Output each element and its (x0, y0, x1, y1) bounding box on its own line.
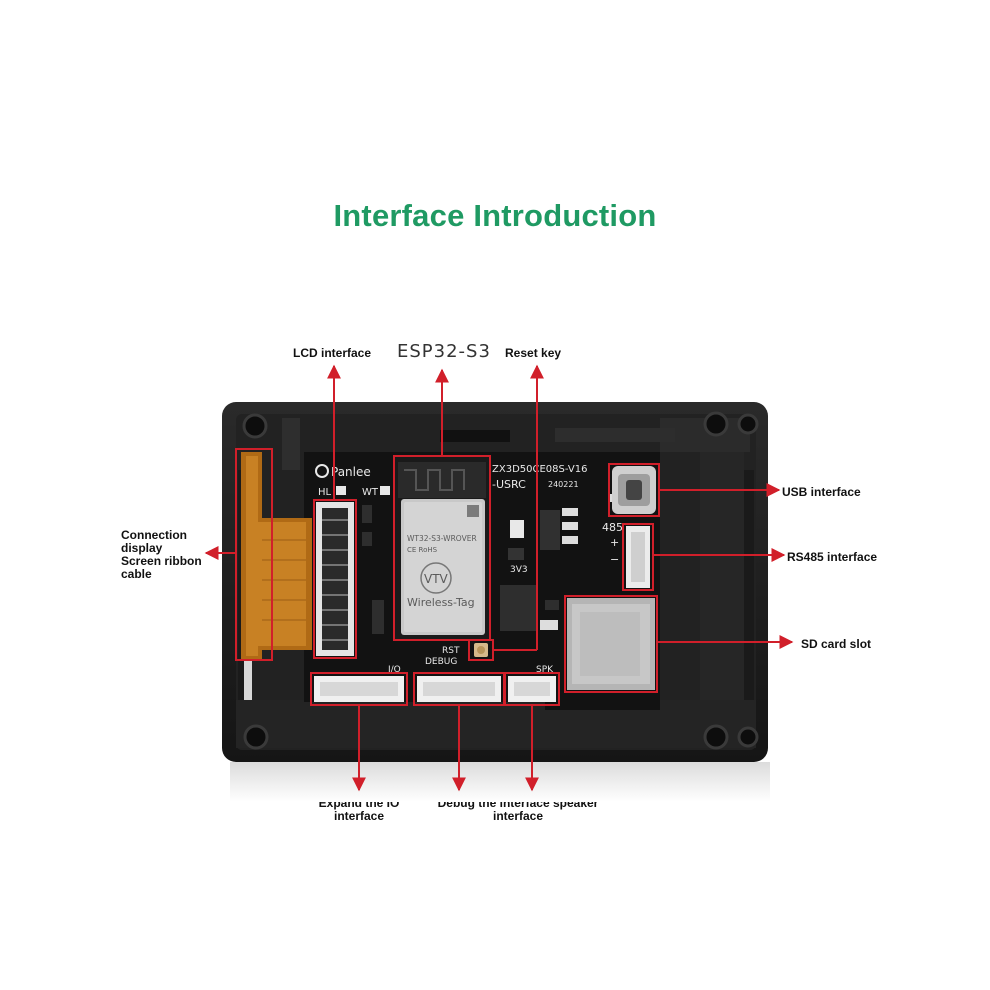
silk-485: 485 (602, 521, 623, 534)
esp32-label: ESP32-S3 (397, 341, 491, 362)
silkscreen: Panlee HL WT ZX3D50CE08S-V16 -USRC 24022… (315, 464, 623, 675)
sd-card-slot (567, 598, 655, 690)
module-part-text: WT32-S3-WROVER (407, 534, 477, 543)
ribbon-cable (241, 452, 312, 700)
silk-debug: DEBUG (425, 657, 457, 667)
silk-model-1: ZX3D50CE08S-V16 (492, 464, 587, 475)
callout-arrows (204, 364, 794, 792)
lcd-interface-label: LCD interface (293, 346, 372, 360)
esp32-module: WT32-S3-WROVER CE RoHS VTV Wireless-Tag (394, 456, 490, 640)
module-logo-text: VTV (424, 572, 449, 586)
usb-c-port (612, 466, 656, 514)
screw-hole-top-left (242, 413, 268, 439)
rs485-interface-label: RS485 interface (787, 550, 878, 564)
sd-card-slot-label: SD card slot (801, 637, 872, 651)
screw-hole-bottom-left (243, 724, 269, 750)
silk-model-2: -USRC (492, 478, 526, 491)
connection-line-4: cable (121, 567, 152, 581)
lcd-fpc-connector (316, 502, 354, 656)
silk-minus: − (610, 553, 619, 566)
module-marks-text: CE RoHS (407, 546, 438, 554)
sd-highlight (564, 595, 658, 693)
connection-line-1: Connection (121, 528, 187, 542)
expand-io-line-2: interface (333, 809, 385, 823)
screw-hole-bottom-right (703, 724, 729, 750)
silk-spk: SPK (536, 665, 554, 675)
connection-display-label: Connection display Screen ribbon cable (121, 529, 202, 581)
screw-hole-top-right-2 (737, 413, 759, 435)
silk-hl: HL (318, 487, 332, 498)
screw-hole-top-right (703, 411, 729, 437)
silk-date: 240221 (548, 480, 579, 489)
silk-io: I/O (388, 665, 401, 675)
silk-brand: Panlee (331, 465, 371, 479)
debug-speaker-line-2: interface (492, 809, 544, 823)
page-title: Interface Introduction (333, 198, 657, 233)
silk-plus: + (610, 536, 619, 549)
rs485-highlight (622, 523, 654, 591)
ribbon-highlight (235, 448, 273, 661)
silk-rst: RST (442, 646, 460, 656)
reset-key-label: Reset key (505, 346, 562, 360)
case-reflection (230, 762, 770, 802)
connection-line-3: Screen ribbon (121, 554, 202, 568)
module-vendor-text: Wireless-Tag (407, 596, 475, 609)
jst-connectors (314, 676, 556, 702)
rs485-connector (626, 526, 650, 588)
silk-3v3: 3V3 (510, 565, 528, 575)
screw-hole-bottom-right-2 (737, 726, 759, 748)
usb-interface-label: USB interface (782, 485, 861, 499)
silk-wt: WT (362, 487, 379, 498)
connection-line-2: display (121, 541, 163, 555)
